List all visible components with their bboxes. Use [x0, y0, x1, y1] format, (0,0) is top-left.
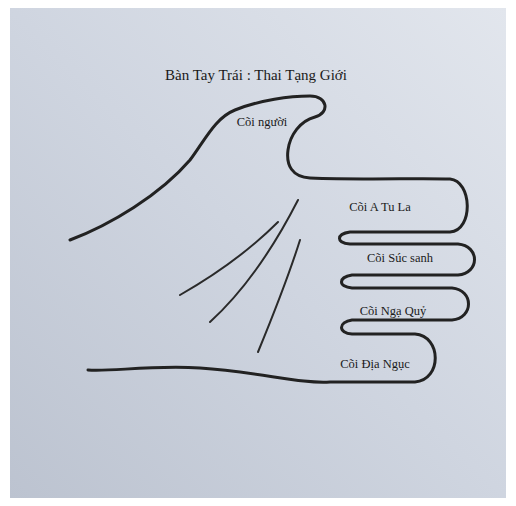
hand-outline: [70, 96, 475, 382]
region-label: Cõi người: [237, 116, 288, 130]
title: Bàn Tay Trái : Thai Tạng Giới: [165, 67, 347, 84]
region-label: Cõi Súc sanh: [367, 252, 433, 266]
palm-line: [258, 240, 300, 352]
region-label: Cõi A Tu La: [349, 201, 411, 215]
region-label: Cõi Ngạ Quỷ: [360, 305, 427, 319]
region-label: Cõi Địa Ngục: [340, 358, 409, 372]
paper-background: [10, 8, 506, 498]
palm-line: [210, 200, 298, 322]
